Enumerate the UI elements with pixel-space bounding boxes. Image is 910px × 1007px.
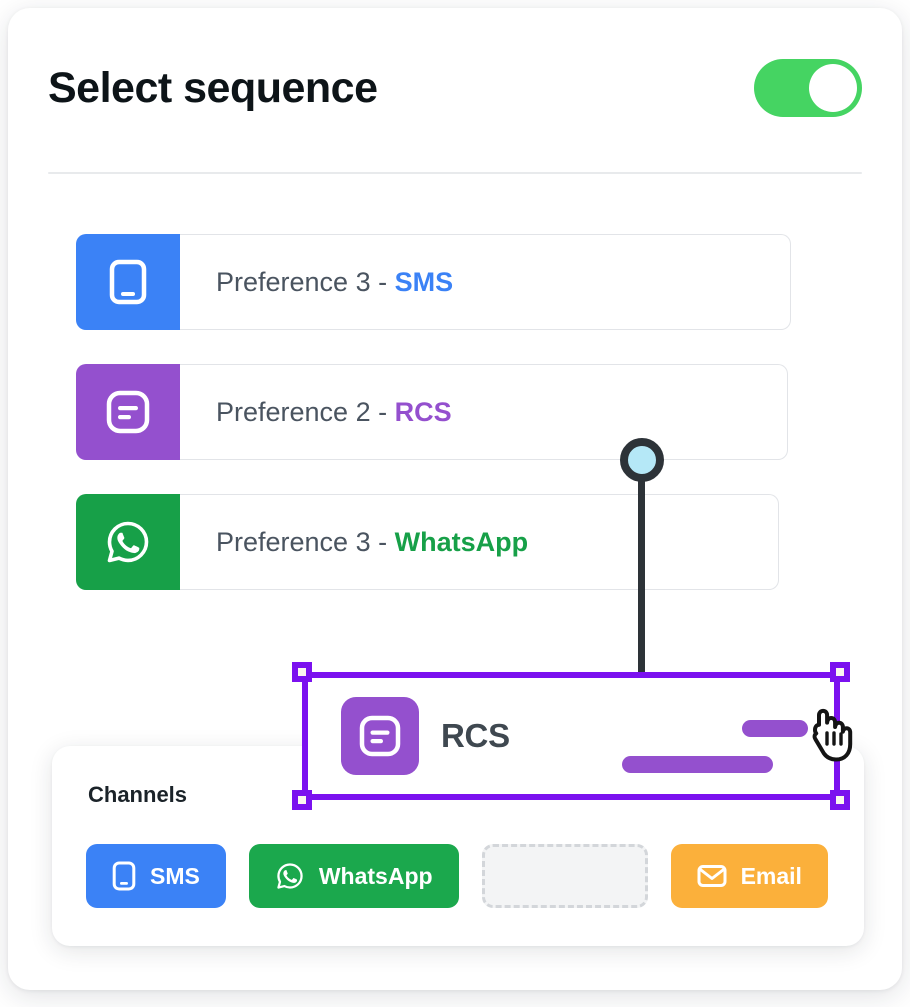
rcs-message-icon [105, 389, 151, 435]
channels-list: SMS WhatsApp [86, 844, 828, 908]
preference-row-sms[interactable]: Preference 3 - SMS [76, 234, 791, 330]
selection-handle-top-right[interactable] [830, 662, 850, 682]
envelope-icon [697, 864, 727, 888]
preference-channel-name: WhatsApp [394, 526, 529, 557]
channel-tile-rcs [76, 364, 180, 460]
channel-chip-label: SMS [150, 862, 200, 889]
placeholder-bar-bottom [622, 756, 773, 773]
channel-chip-sms[interactable]: SMS [86, 844, 226, 908]
placeholder-bar-top [742, 720, 808, 737]
channel-tile-whatsapp [76, 494, 180, 590]
toggle-knob [809, 64, 857, 112]
dragged-channel-card[interactable]: RCS [292, 662, 850, 810]
dragged-card-title: RCS [441, 717, 510, 754]
selection-handle-bottom-right[interactable] [830, 790, 850, 810]
preference-row-whatsapp[interactable]: Preference 3 - WhatsApp [76, 494, 779, 590]
preference-prefix: Preference 2 - [216, 396, 395, 427]
grab-hand-cursor [807, 703, 859, 765]
channel-chip-label: Email [740, 862, 802, 889]
page-title: Select sequence [48, 63, 378, 112]
whatsapp-icon [275, 861, 305, 891]
selection-handle-bottom-left[interactable] [292, 790, 312, 810]
rcs-message-icon [357, 713, 403, 759]
card-header: Select sequence [48, 52, 862, 124]
preference-row-body: Preference 3 - SMS [180, 234, 791, 330]
preference-channel-name: RCS [394, 396, 452, 427]
preference-label: Preference 3 - SMS [216, 267, 453, 298]
channel-chip-whatsapp[interactable]: WhatsApp [248, 844, 459, 908]
preference-prefix: Preference 3 - [216, 266, 395, 297]
dragged-card-body[interactable]: RCS [308, 678, 834, 794]
preference-row-body: Preference 2 - RCS [180, 364, 788, 460]
preference-label: Preference 2 - RCS [216, 397, 452, 428]
preference-row-rcs[interactable]: Preference 2 - RCS [76, 364, 788, 460]
drag-connector-line [638, 460, 645, 682]
select-sequence-card: Select sequence Preference 3 - SMS [8, 8, 902, 990]
channels-title: Channels [88, 782, 188, 807]
channel-tile-sms [76, 234, 180, 330]
preference-prefix: Preference 3 - [216, 526, 395, 557]
sms-phone-icon [108, 259, 148, 305]
channel-chip-email[interactable]: Email [670, 844, 828, 908]
channel-chip-label: WhatsApp [318, 862, 433, 889]
sms-phone-icon [112, 861, 136, 891]
channel-drop-slot-empty[interactable] [481, 844, 648, 908]
preference-row-body: Preference 3 - WhatsApp [180, 494, 779, 590]
whatsapp-icon [104, 518, 152, 566]
drag-connector-knob [620, 438, 664, 482]
preference-label: Preference 3 - WhatsApp [216, 527, 528, 558]
selection-handle-top-left[interactable] [292, 662, 312, 682]
header-divider [48, 172, 862, 174]
channel-tile-rcs [341, 697, 419, 775]
preference-channel-name: SMS [394, 266, 454, 297]
sequence-enabled-toggle[interactable] [754, 59, 862, 117]
